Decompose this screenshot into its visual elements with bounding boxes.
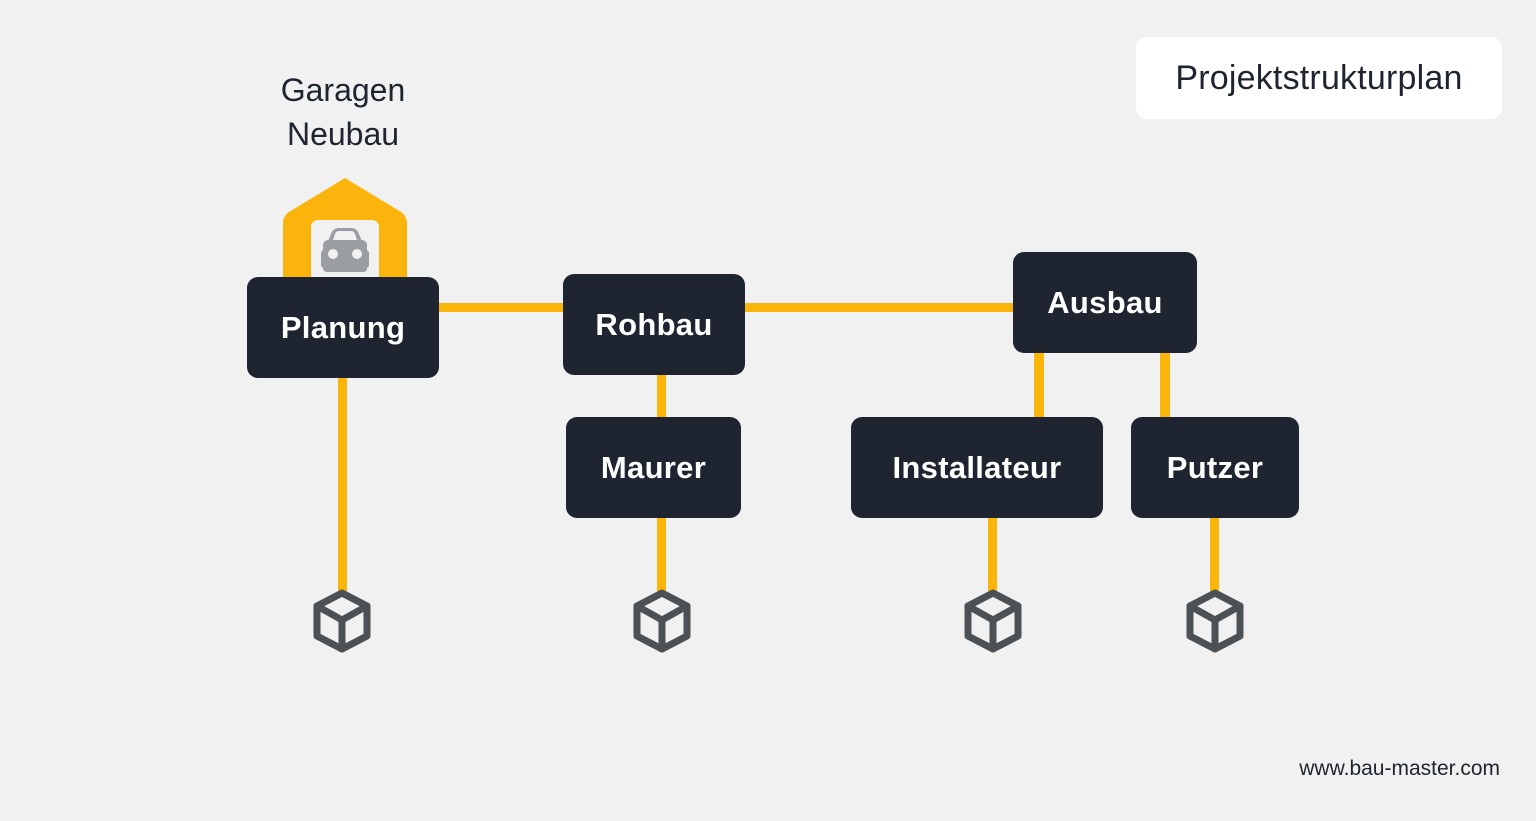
node-planung[interactable]: Planung <box>247 277 439 378</box>
node-maurer[interactable]: Maurer <box>566 417 741 518</box>
connector-rohbau-maurer <box>657 373 666 421</box>
cube-icon <box>631 588 693 654</box>
node-ausbau-label: Ausbau <box>1047 284 1163 320</box>
title-badge-text: Projektstrukturplan <box>1175 58 1463 97</box>
connector-ausbau-installateur <box>1034 351 1044 421</box>
connector-installateur-cube <box>988 516 997 594</box>
node-ausbau[interactable]: Ausbau <box>1013 252 1197 353</box>
connector-maurer-cube <box>657 516 666 594</box>
cube-icon <box>311 588 373 654</box>
footer-url: www.bau-master.com <box>1299 757 1500 780</box>
node-rohbau-label: Rohbau <box>595 306 713 342</box>
root-label-line-2: Neubau <box>286 116 400 152</box>
root-label: Garagen Neubau <box>213 68 473 156</box>
root-label-line-1: Garagen <box>280 72 406 108</box>
node-putzer-label: Putzer <box>1166 449 1264 485</box>
title-badge: Projektstrukturplan <box>1136 37 1502 119</box>
node-planung-label: Planung <box>280 309 406 345</box>
node-putzer[interactable]: Putzer <box>1131 417 1299 518</box>
garage-car-icon <box>281 176 409 280</box>
connector-putzer-cube <box>1210 516 1219 594</box>
connector-rohbau-ausbau <box>743 303 1015 312</box>
connector-ausbau-putzer <box>1160 351 1170 421</box>
node-installateur[interactable]: Installateur <box>851 417 1103 518</box>
node-maurer-label: Maurer <box>600 449 707 485</box>
cube-icon <box>962 588 1024 654</box>
connector-planung-cube <box>338 377 347 593</box>
node-rohbau[interactable]: Rohbau <box>563 274 745 375</box>
node-installateur-label: Installateur <box>892 449 1062 485</box>
cube-icon <box>1184 588 1246 654</box>
connector-planung-rohbau <box>439 303 565 312</box>
